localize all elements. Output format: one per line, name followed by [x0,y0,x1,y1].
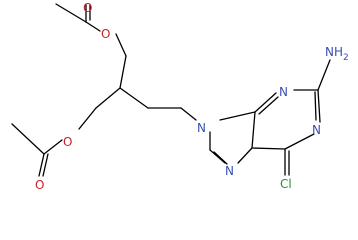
bond [237,147,253,164]
bond [317,59,331,91]
bond [258,96,279,115]
nitrogen-n1: N [312,123,321,137]
bond [85,21,101,32]
bond [314,91,317,121]
bond [43,139,63,155]
nitrogen-n7: N [225,164,234,178]
bond [119,55,127,89]
bond [219,111,256,121]
bond [284,133,315,150]
bond [55,3,87,23]
molecule-diagram: O O O O N N N N NH2 Cl [11,1,349,192]
bond [38,153,45,177]
bond [209,149,226,164]
nitrogen-n9: N [197,121,206,135]
bond [11,123,45,155]
bond [115,33,127,57]
nitrogen-n3: N [279,85,288,99]
bond [213,151,228,165]
oxygen-ester-top: O [101,27,110,41]
chlorine: Cl [280,177,292,191]
bond [119,87,149,109]
bonds [11,3,331,177]
bond [254,92,277,113]
atom-labels: O O O O N N N N NH2 Cl [35,1,349,192]
structure-svg: O O O O N N N N NH2 Cl [11,1,349,192]
oxygen-ester-bottom: O [63,135,72,149]
bond [95,87,121,109]
oxygen-carbonyl-bottom: O [35,178,44,192]
oxygen-carbonyl-top: O [83,1,92,15]
amino-group: NH2 [325,45,349,63]
bond [180,107,197,121]
bond [78,107,97,130]
bond [42,153,49,177]
bond [317,89,321,123]
bond [251,147,286,150]
bond [251,111,256,149]
